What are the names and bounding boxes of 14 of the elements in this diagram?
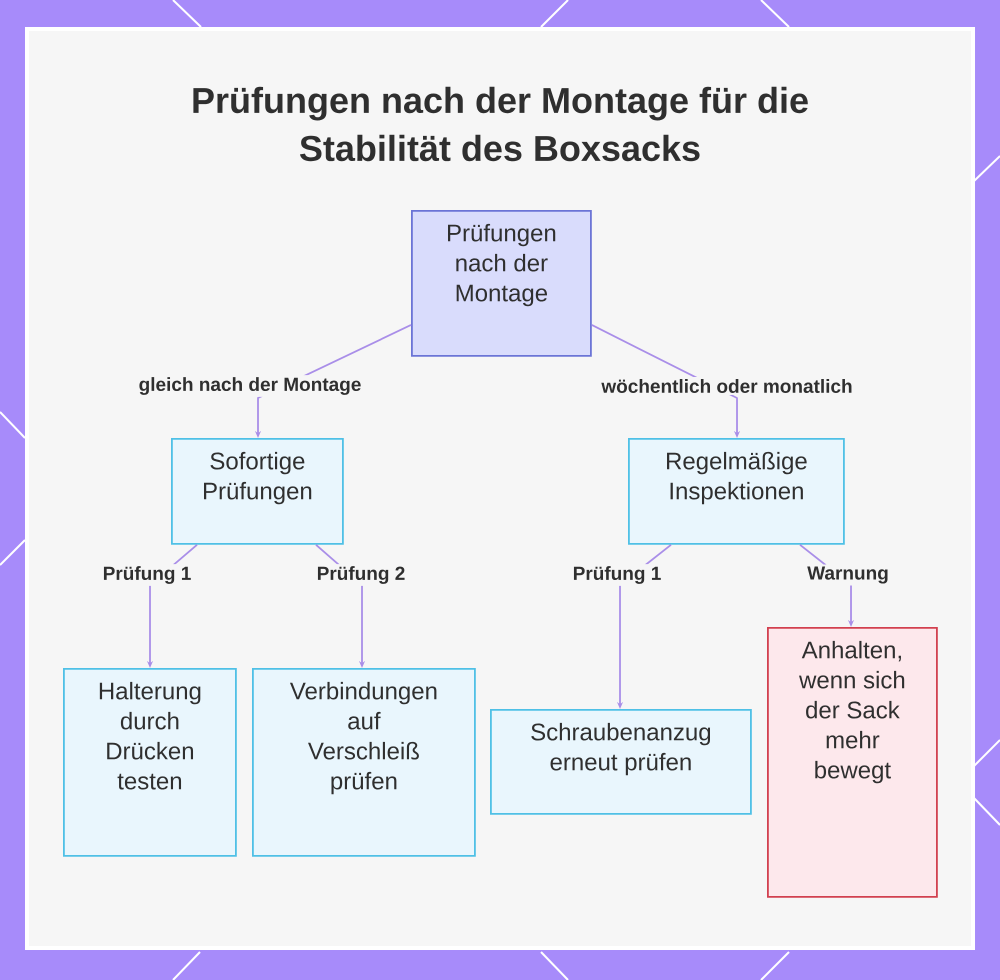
edge-label: Prüfung 1 [570,564,664,586]
process-box: Regelmäßige Inspektionen [628,438,845,545]
edge-label: gleich nach der Montage [136,375,364,397]
process-box: Schraubenanzug erneut prüfen [490,709,752,815]
edge-label: Prüfung 2 [314,564,408,586]
edge-label: wöchentlich oder monatlich [599,377,855,395]
edge-label: Warnung [805,564,891,586]
process-box: Verbindungen auf Verschleiß prüfen [252,668,476,857]
title: Prüfungen nach der Montage für die Stabilität des Boxsacks [193,86,808,162]
process-box: Halterung durch Drücken testen [63,668,237,857]
warning-box: Anhalten, wenn sich der Sack mehr bewegt [767,627,938,898]
edge-label: Prüfung 1 [100,564,194,586]
process-box: Sofortige Prüfungen [171,438,344,545]
process-box: Prüfungen nach der Montage [411,210,592,357]
